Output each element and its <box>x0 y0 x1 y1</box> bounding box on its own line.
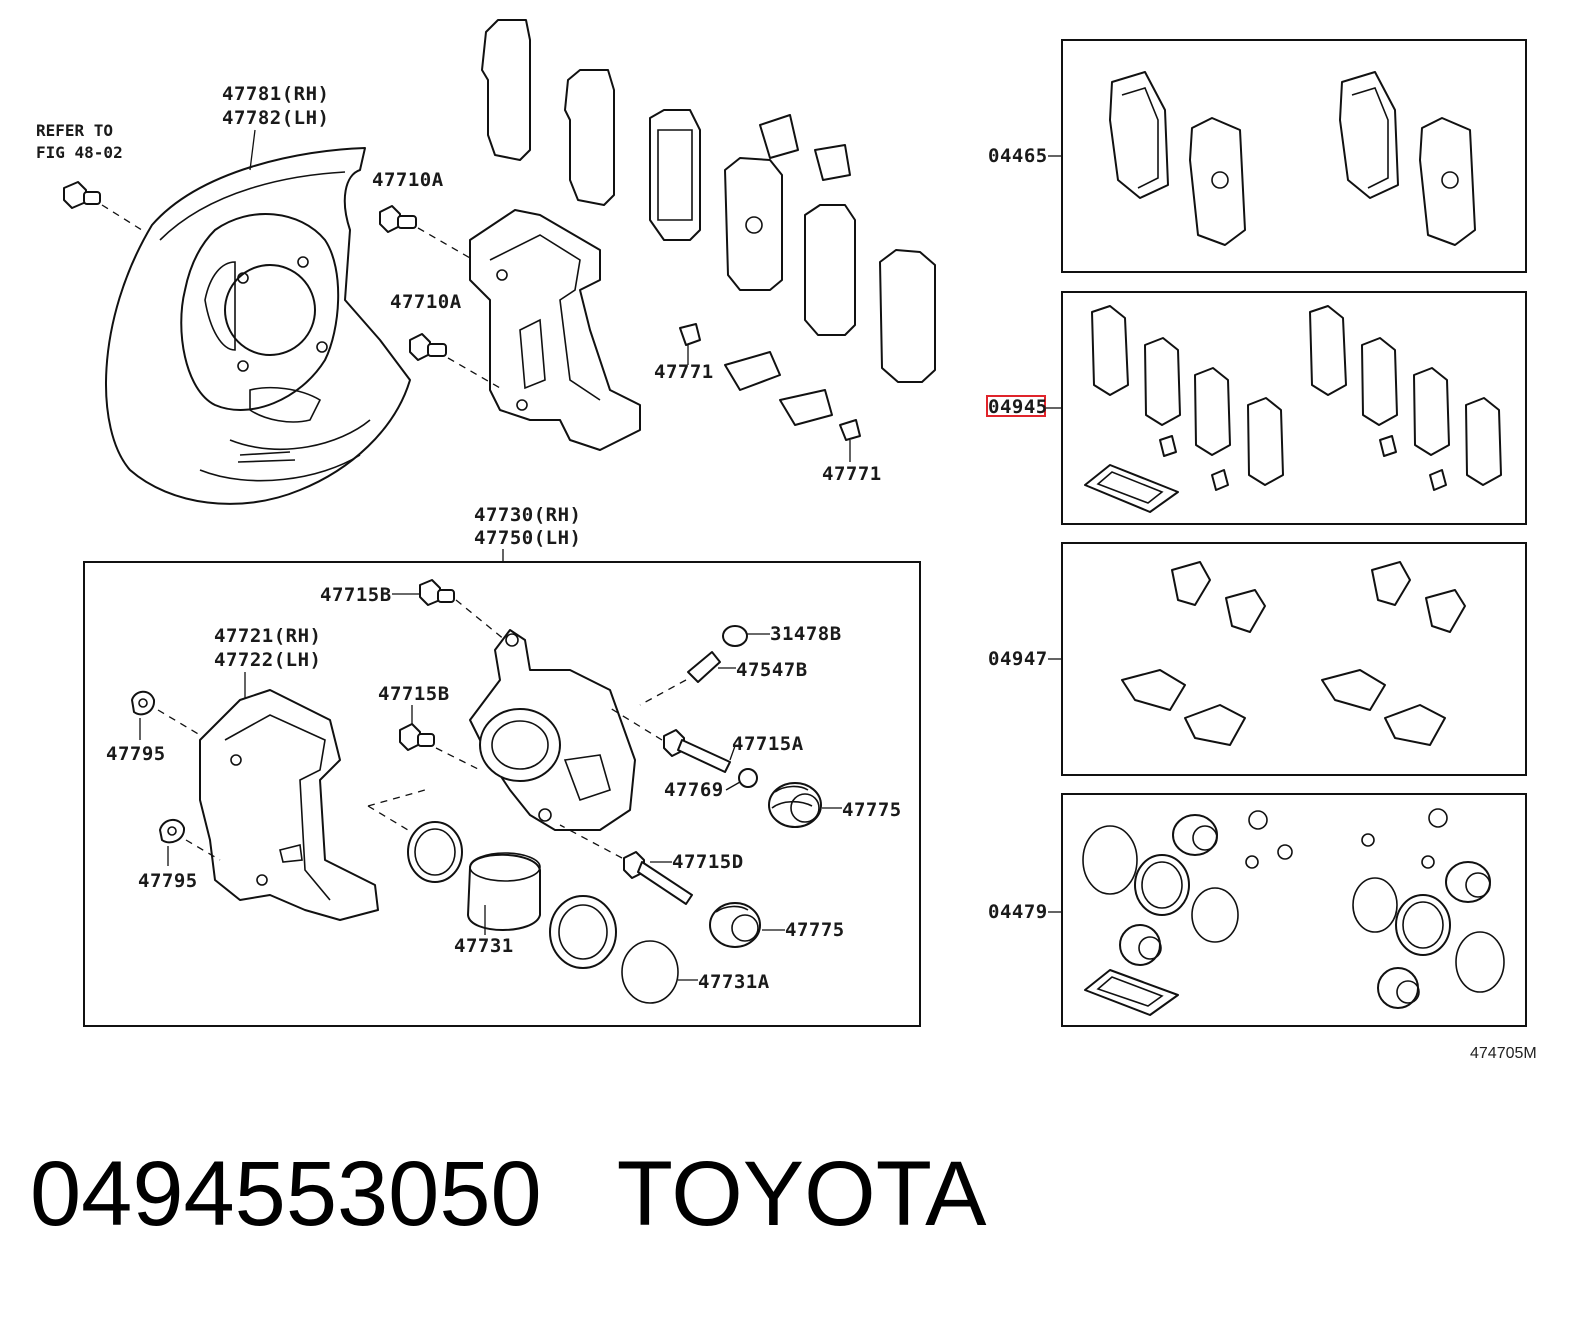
caliper-housing <box>469 629 636 831</box>
label-47710a-upper: 47710A <box>372 169 444 191</box>
label-47795-upper: 47795 <box>106 743 166 765</box>
kit-label-04945[interactable]: 04945 <box>988 396 1048 418</box>
slide-pin-47715d <box>559 824 693 905</box>
label-47722: 47722(LH) <box>214 649 321 671</box>
label-47771-lower: 47771 <box>822 463 882 485</box>
kit-04479-seals <box>1082 808 1505 1016</box>
bleeder-plug-47547b <box>639 651 736 706</box>
label-47715b-upper: 47715B <box>320 584 392 606</box>
caliper-assembly-frame <box>83 561 921 1027</box>
footer-part-number: 0494553050 <box>30 1143 542 1245</box>
footer-brand: TOYOTA <box>616 1143 987 1245</box>
kit-label-04947: 04947 <box>988 648 1048 670</box>
kit-04465-pads <box>1109 71 1476 246</box>
piston-seal-47731a <box>621 940 698 1004</box>
boot-47775-lower <box>709 902 785 948</box>
pad-clip-47771-upper <box>679 323 701 365</box>
refer-label-line1: REFER TO <box>36 121 113 140</box>
label-47731: 47731 <box>454 935 514 957</box>
boot-47775-upper <box>768 782 842 828</box>
label-47782: 47782(LH) <box>222 107 329 129</box>
label-47775-lower: 47775 <box>785 919 845 941</box>
label-47547b: 47547B <box>736 659 808 681</box>
dust-shield <box>105 147 411 505</box>
caliper-mounting-bracket <box>469 209 641 451</box>
label-47750: 47750(LH) <box>474 527 581 549</box>
kit-04945-pads <box>1084 305 1502 513</box>
kit-frame-04947 <box>1061 542 1527 776</box>
kit-frame-04465 <box>1061 39 1527 273</box>
leader-47781 <box>249 129 256 171</box>
label-47730: 47730(RH) <box>474 504 581 526</box>
caliper-support <box>199 689 379 921</box>
highlight-box-04945 <box>986 395 1046 417</box>
anti-squeal-shims <box>724 351 833 426</box>
label-47771-upper: 47771 <box>654 361 714 383</box>
bolt-47710a-upper <box>379 205 471 259</box>
kit-label-04465: 04465 <box>988 145 1048 167</box>
refer-label-line2: FIG 48-02 <box>36 143 123 162</box>
label-47715b-lower: 47715B <box>378 683 450 705</box>
label-47715a: 47715A <box>732 733 804 755</box>
bushing-47769 <box>725 768 758 791</box>
brake-pads-group <box>481 19 936 383</box>
piston-47731 <box>467 852 541 935</box>
label-47715d: 47715D <box>672 851 744 873</box>
label-31478b: 31478B <box>770 623 842 645</box>
bleeder-cap-31478b <box>722 625 770 647</box>
kit-frame-04945 <box>1061 291 1527 525</box>
label-47731a: 47731A <box>698 971 770 993</box>
label-47710a-lower: 47710A <box>390 291 462 313</box>
kit-frame-04479 <box>1061 793 1527 1027</box>
bolt-refer <box>63 181 146 233</box>
pad-clip-47771-lower <box>839 419 861 462</box>
label-47775-upper: 47775 <box>842 799 902 821</box>
bolt-47710a-lower <box>409 333 501 389</box>
bolt-47715b-lower <box>399 705 481 771</box>
footer-caption: 0494553050 TOYOTA <box>30 1148 986 1240</box>
label-47721: 47721(RH) <box>214 625 321 647</box>
label-47781: 47781(RH) <box>222 83 329 105</box>
slide-pin-47715a <box>609 707 736 773</box>
washer-47795-upper <box>131 690 201 740</box>
piston-boot <box>549 895 617 969</box>
piston-seal-ring <box>367 789 463 883</box>
washer-47795-lower <box>159 819 221 866</box>
label-47795-lower: 47795 <box>138 870 198 892</box>
kit-label-04479: 04479 <box>988 901 1048 923</box>
bolt-47715b-upper <box>392 579 506 641</box>
figure-code: 474705M <box>1470 1045 1537 1062</box>
label-47769: 47769 <box>664 779 724 801</box>
kit-04947-clips <box>1121 561 1466 746</box>
